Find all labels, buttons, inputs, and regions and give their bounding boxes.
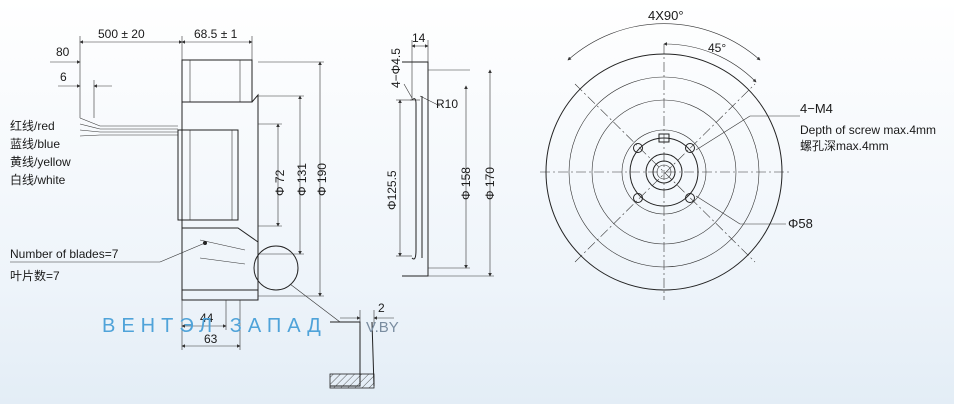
dim-strip-length: 80 — [56, 45, 70, 59]
mount-hole — [633, 193, 643, 203]
dia-170: Φ 170 — [483, 167, 497, 200]
watermark-domain: V.BY — [366, 319, 399, 336]
dim-cable-length: 500 ± 20 — [98, 27, 145, 41]
dia-125: Φ125.5 — [385, 170, 399, 210]
wire-yellow-label: 黄线/yellow — [10, 155, 71, 169]
screw-depth-cn: 螺孔深max.4mm — [800, 139, 889, 153]
dim-63: 63 — [204, 332, 218, 346]
dia-158: Φ 158 — [459, 167, 473, 200]
front-view: 4X90° 45° 4−M4 Depth of screw max.4mm 螺孔… — [540, 8, 936, 300]
blades-count-en: Number of blades=7 — [10, 247, 119, 261]
mount-hole — [633, 143, 643, 153]
angle-45: 45° — [708, 41, 726, 55]
dim-44: 44 — [200, 311, 214, 325]
mount-hole — [685, 143, 695, 153]
wire-white-label: 白线/white — [10, 172, 66, 187]
dim-tin-length: 6 — [60, 70, 67, 84]
dia-inlet: Φ 131 — [295, 163, 309, 196]
ring-view: 14 4−Φ4.5 R10 Φ125.5 Φ 158 Φ 170 — [385, 31, 497, 277]
watermark-brand: ВЕНТЭЛ ЗАПАД — [102, 315, 327, 337]
detail-dim-2: 2 — [378, 301, 385, 315]
side-view: 500 ± 20 68.5 ± 1 80 6 红线/red 蓝线/blue 黄线… — [10, 27, 341, 350]
detail-circle — [253, 245, 299, 291]
angle-spacing: 4X90° — [648, 8, 684, 23]
dia-outer: Φ 190 — [315, 163, 329, 196]
dim-fan-width: 68.5 ± 1 — [194, 27, 238, 41]
detail-view: 2 — [329, 301, 394, 389]
wire-red-label: 红线/red — [10, 118, 55, 133]
dia-58: Φ58 — [788, 216, 813, 231]
hole-spec: 4−Φ4.5 — [389, 48, 403, 88]
screw-depth-en: Depth of screw max.4mm — [800, 123, 936, 137]
radius-r10: R10 — [436, 97, 458, 111]
blades-count-cn: 叶片数=7 — [10, 268, 60, 283]
mount-hole — [685, 193, 695, 203]
dia-hub: Φ 72 — [273, 169, 287, 196]
thread-spec: 4−M4 — [800, 101, 833, 116]
dim-14: 14 — [412, 31, 426, 45]
wire-blue-label: 蓝线/blue — [10, 137, 60, 151]
